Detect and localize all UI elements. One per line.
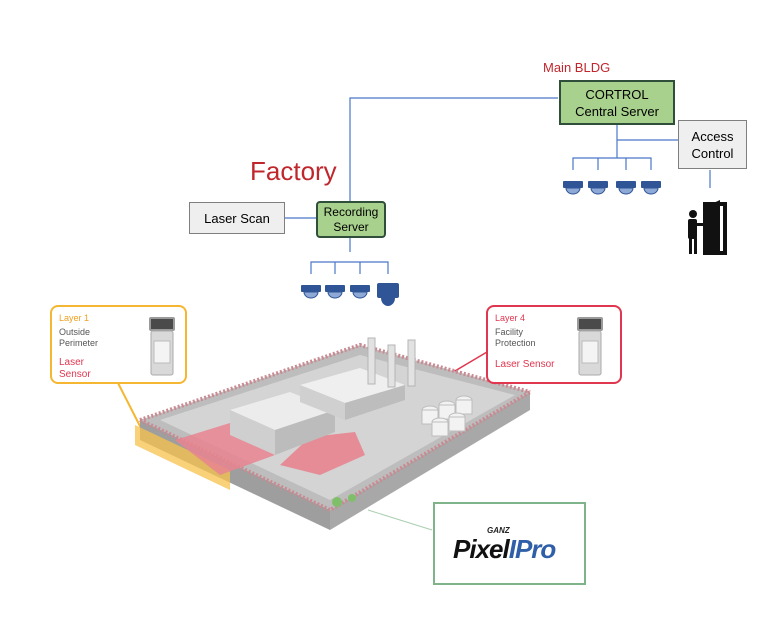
recording-server-line2: Server <box>333 219 369 234</box>
access-control-box: Access Control <box>678 120 747 169</box>
layer1-sensor-line2: Sensor <box>59 369 91 380</box>
camera-group-factory <box>301 283 399 306</box>
camera-icon <box>377 283 399 306</box>
layer1-desc-line1: Outside <box>59 327 91 337</box>
camera-icon <box>588 181 608 195</box>
layer4-desc-line1: Facility <box>495 327 524 337</box>
layer4-title: Layer 4 <box>495 313 526 323</box>
brand-logo: PixelIPro <box>453 534 557 565</box>
brand-small-label: GANZ <box>487 526 510 535</box>
main-bldg-label: Main BLDG <box>543 60 611 75</box>
central-server-line1: CORTROL <box>585 86 649 102</box>
layer4-desc-line2: Protection <box>495 338 536 348</box>
layer1-desc-line2: Perimeter <box>59 338 99 348</box>
layer1-callout: Layer 1 Outside Perimeter Laser Sensor <box>50 305 187 384</box>
access-control-line2: Control <box>691 145 734 161</box>
layer1-title: Layer 1 <box>59 313 90 323</box>
camera-icon <box>350 285 370 299</box>
brand-box: GANZ PixelIPro <box>433 502 586 585</box>
layer4-callout: Layer 4 Facility Protection Laser Sensor <box>486 305 622 384</box>
layer1-sensor-line1: Laser <box>59 357 85 368</box>
camera-group-main <box>563 181 661 195</box>
central-server-box: CORTROL Central Server <box>559 80 675 125</box>
camera-icon <box>641 181 661 195</box>
central-server-line2: Central Server <box>575 103 659 119</box>
layer1-leader <box>117 382 143 431</box>
laser-sensor-icon <box>577 317 603 376</box>
access-door-icon <box>688 200 727 255</box>
camera-icon <box>325 285 345 299</box>
brand-name-part1: Pixel <box>453 534 510 564</box>
factory-label: Factory <box>250 156 337 186</box>
camera-icon <box>616 181 636 195</box>
brand-leader <box>367 509 433 531</box>
layer4-sensor: Laser Sensor <box>495 359 555 370</box>
laser-sensor-icon <box>149 317 175 376</box>
access-control-line1: Access <box>691 128 734 144</box>
recording-server-line1: Recording <box>323 204 379 219</box>
network-lines <box>285 97 711 274</box>
laser-scan-box: Laser Scan <box>189 202 285 234</box>
camera-icon <box>301 285 321 299</box>
factory-site-illustration <box>135 337 532 530</box>
camera-icon <box>563 181 583 195</box>
brand-name-part2: IPro <box>508 534 557 564</box>
recording-server-box: Recording Server <box>316 201 386 238</box>
